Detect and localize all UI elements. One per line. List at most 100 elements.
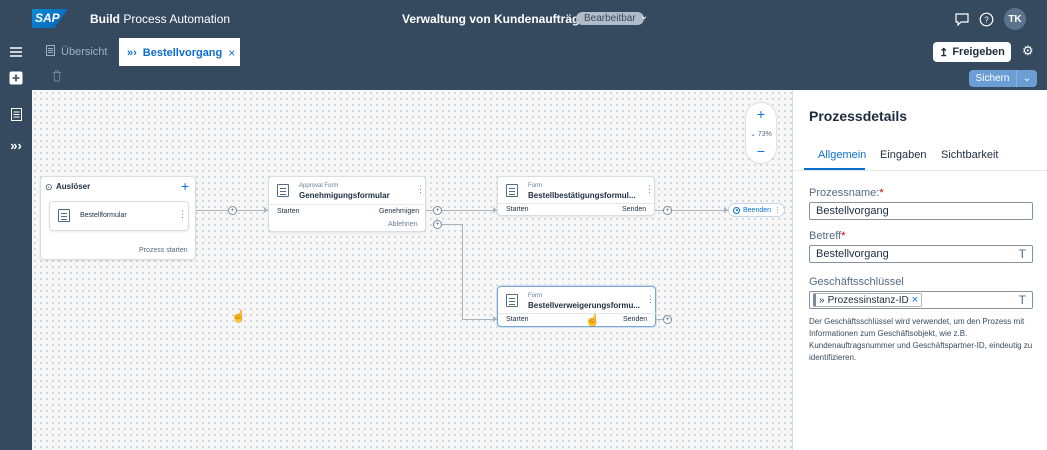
business-key-field[interactable]: » Prozessinstanz-ID × T	[809, 291, 1033, 309]
field-value: Bestellvorgang	[816, 205, 889, 217]
tab-label: Übersicht	[61, 46, 108, 58]
label-text: Prozessname:	[809, 187, 880, 199]
step-type: Form	[528, 293, 542, 299]
arrow-icon	[724, 207, 728, 213]
required-marker: *	[879, 187, 884, 199]
step-name: Bestellbestätigungsformul...	[528, 191, 636, 200]
tab-bar: Übersicht »› Bestellvorgang ×	[32, 38, 1047, 66]
add-step-node[interactable]: +	[663, 315, 672, 324]
tab-general[interactable]: Allgemein	[818, 149, 867, 161]
trigger-footer: Prozess starten	[139, 247, 188, 254]
save-button[interactable]: Sichern ⌄	[969, 70, 1037, 87]
add-step-node[interactable]: +	[433, 206, 442, 215]
arrow-icon	[493, 316, 497, 322]
app-name-bold: Build	[90, 12, 120, 26]
toolbar	[32, 66, 1047, 90]
arrow-icon	[264, 207, 268, 213]
tab-bestellvorgang[interactable]: »› Bestellvorgang ×	[119, 38, 240, 66]
trash-icon[interactable]	[52, 70, 62, 85]
share-icon: ↥	[939, 46, 949, 59]
help-icon[interactable]: ?	[977, 10, 995, 28]
process-icon[interactable]: »›	[10, 137, 22, 153]
sap-logo[interactable]: SAP	[32, 9, 68, 28]
port-in: Starten	[277, 208, 300, 215]
gear-icon[interactable]: ⚙	[1022, 43, 1034, 58]
project-title[interactable]: Verwaltung von Kundenaufträgen	[402, 12, 594, 26]
step-name: Bestellverweigerungsformu...	[528, 301, 641, 310]
zoom-control: + ⌄ 73% −	[746, 103, 776, 163]
process-name-field[interactable]: Bestellvorgang	[809, 202, 1033, 220]
connector	[462, 319, 497, 320]
zoom-in-button[interactable]: +	[756, 106, 766, 122]
app-name: Build Process Automation	[90, 12, 230, 26]
menu-icon[interactable]	[7, 43, 25, 61]
divider	[498, 203, 656, 204]
more-icon[interactable]: ⋮	[774, 207, 782, 214]
step-card-confirmation[interactable]: Form Bestellbestätigungsformul... ⋮ Star…	[497, 176, 656, 216]
text-format-icon[interactable]: T	[1018, 247, 1026, 261]
port-out-reject: Ablehnen	[388, 221, 418, 228]
port-in: Starten	[506, 316, 529, 323]
add-step-node[interactable]: +	[663, 206, 672, 215]
zoom-out-button[interactable]: −	[756, 143, 766, 159]
trigger-item-label: Bestellformular	[80, 212, 127, 219]
step-card-approval[interactable]: Approval Form Genehmigungsformular ⋮ Sta…	[268, 176, 427, 232]
document-icon	[46, 45, 55, 59]
more-icon[interactable]: ⋮	[646, 294, 655, 304]
end-node[interactable]: Beenden ⋮	[728, 203, 785, 217]
divider	[269, 204, 427, 205]
form-icon	[506, 294, 518, 307]
save-label: Sichern	[969, 70, 1017, 87]
trigger-item[interactable]: Bestellformular ⋮	[49, 201, 189, 231]
form-icon	[506, 184, 518, 197]
connector	[462, 224, 463, 319]
add-step-node[interactable]: +	[228, 206, 237, 215]
chevron-down-icon[interactable]: ⌄	[640, 11, 649, 22]
tab-visibility[interactable]: Sichtbarkeit	[941, 149, 999, 161]
trigger-icon: ⊙	[45, 182, 53, 192]
left-rail: »›	[0, 38, 32, 450]
share-button[interactable]: ↥ Freigeben	[933, 42, 1011, 62]
form-icon	[58, 209, 70, 222]
trigger-title: Auslöser	[56, 182, 91, 191]
connector	[441, 224, 462, 225]
add-icon[interactable]	[7, 69, 25, 87]
step-type: Form	[528, 183, 542, 189]
process-name-label: Prozessname:*	[809, 187, 884, 199]
tab-divider	[792, 170, 1047, 171]
tab-overview[interactable]: Übersicht	[38, 38, 115, 66]
add-trigger-button[interactable]: +	[181, 178, 190, 194]
step-card-rejection[interactable]: Form Bestellverweigerungsformu... ⋮ Star…	[497, 286, 657, 327]
process-canvas[interactable]	[32, 90, 792, 450]
more-icon[interactable]: ⋮	[645, 184, 654, 194]
document-icon[interactable]	[7, 105, 25, 123]
divider	[498, 313, 657, 314]
token-label: Prozessinstanz-ID	[827, 294, 909, 306]
text-format-icon[interactable]: T	[1018, 293, 1026, 307]
app-name-rest: Process Automation	[120, 12, 231, 26]
feedback-icon[interactable]	[953, 10, 971, 28]
zoom-level[interactable]: ⌄ 73%	[750, 131, 772, 138]
form-icon	[277, 184, 289, 197]
step-name: Genehmigungsformular	[299, 191, 390, 200]
close-icon[interactable]: ×	[228, 46, 236, 60]
trigger-card[interactable]: ⊙ Auslöser + Bestellformular ⋮ Prozess s…	[40, 176, 196, 260]
zoom-level-value: 73%	[757, 131, 772, 138]
active-tab-indicator	[804, 168, 865, 170]
tab-label: Bestellvorgang	[142, 47, 223, 59]
port-out-approve: Genehmigen	[379, 208, 420, 215]
more-icon[interactable]: ⋮	[416, 184, 425, 194]
status-badge: Bearbeitbar	[576, 12, 644, 25]
end-icon	[733, 206, 740, 214]
avatar[interactable]: TK	[1004, 8, 1026, 30]
add-step-node[interactable]: +	[433, 220, 442, 229]
more-icon[interactable]: ⋮	[178, 209, 187, 219]
close-icon[interactable]: ×	[911, 294, 919, 306]
chevron-down-icon[interactable]: ⌄	[1022, 73, 1032, 84]
connector	[655, 210, 728, 211]
business-key-token[interactable]: » Prozessinstanz-ID ×	[813, 293, 923, 307]
details-panel	[792, 90, 1047, 450]
tab-inputs[interactable]: Eingaben	[880, 149, 927, 161]
subject-label: Betreff*	[809, 230, 846, 242]
